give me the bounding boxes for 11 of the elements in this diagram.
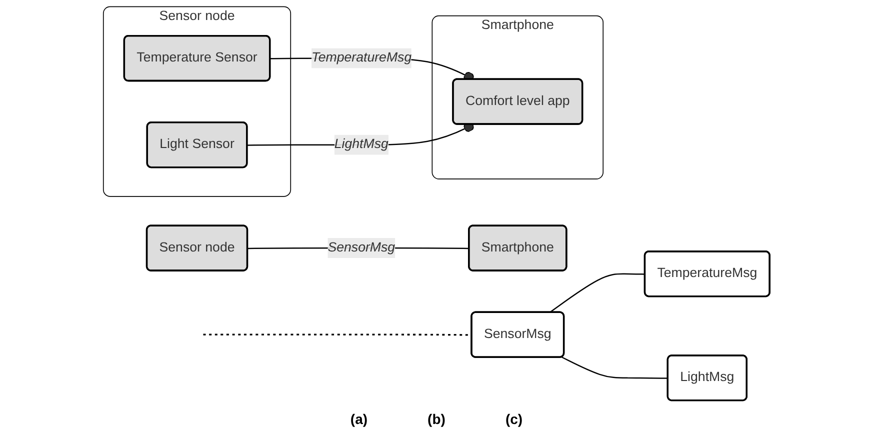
connector (549, 273, 646, 314)
edge-label: LightMsg (334, 137, 388, 152)
cluster (432, 15, 604, 180)
edge-label: SensorMsg (328, 240, 396, 255)
panel-label: (a) (350, 411, 368, 427)
edge-label: TemperatureMsg (311, 50, 412, 65)
connector (561, 356, 668, 379)
cluster (102, 6, 292, 197)
panel-label: (c) (505, 411, 523, 427)
diagram: Smartphone Sensor node TemperatureMsg LightMsg SensorMsg Temperature Sensor Light Sensor Comfort level app Sensor node Smartphone SensorMsg TemperatureMsg LightMsg (0, 0, 873, 407)
panel-label: (b) (428, 411, 446, 427)
